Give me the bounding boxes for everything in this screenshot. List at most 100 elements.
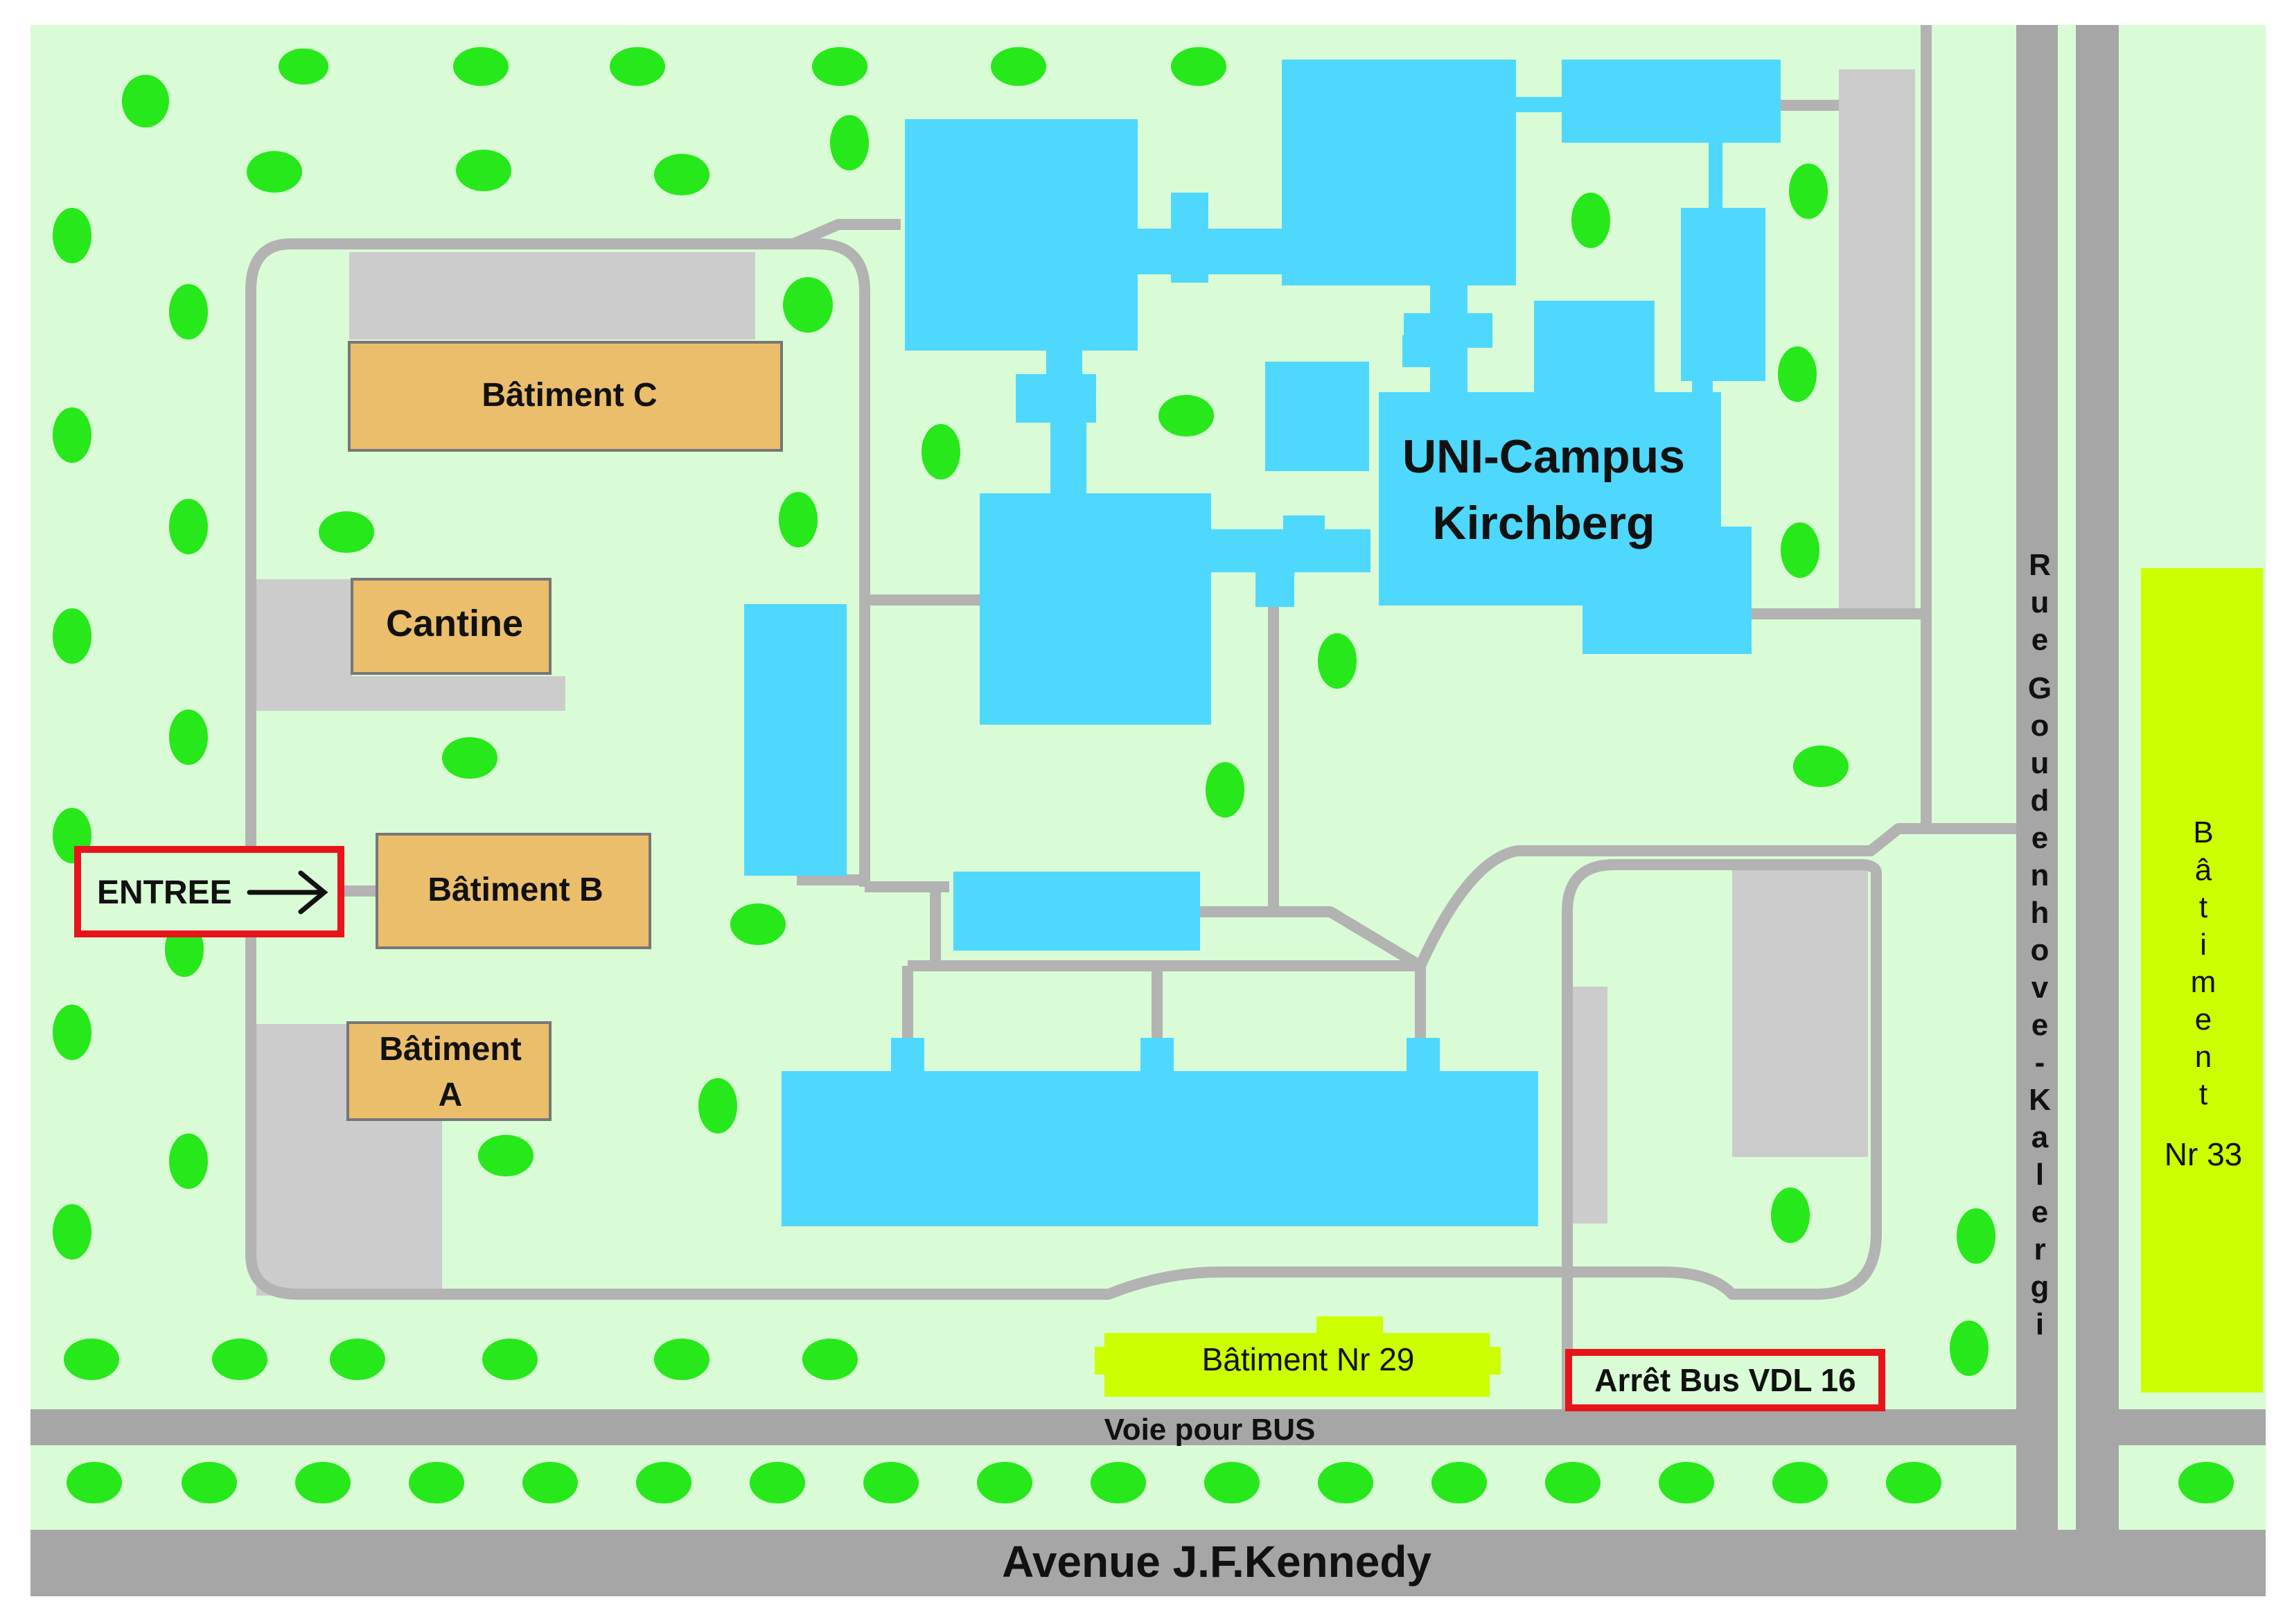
rue-letter: v (2031, 971, 2049, 1005)
rue-road-right (2076, 25, 2119, 1533)
rue-letter: e (2031, 623, 2048, 657)
campus-block (1534, 301, 1655, 398)
tree (991, 47, 1046, 86)
bus-lane-label: Voie pour BUS (1104, 1413, 1316, 1447)
tree (53, 208, 91, 263)
campus-block (953, 872, 1200, 951)
tree (830, 115, 869, 170)
building-a-label-line1: Bâtiment (379, 1031, 521, 1068)
tree (442, 737, 497, 779)
building-29-label: Bâtiment Nr 29 (1202, 1341, 1415, 1377)
campus-block (1016, 374, 1096, 423)
tree (1659, 1462, 1714, 1503)
tree (478, 1135, 534, 1176)
campus-block (744, 604, 847, 876)
campus-block (1283, 515, 1325, 536)
tree (1158, 395, 1214, 436)
connector-paths (797, 25, 2016, 1039)
parking-right-mid (1732, 866, 1868, 1157)
building-33-letter: n (2195, 1040, 2212, 1074)
rue-letter: u (2031, 585, 2049, 619)
building-29-notch-left (1095, 1347, 1109, 1375)
building-a (346, 1021, 552, 1121)
rue-letter: a (2031, 1120, 2049, 1154)
campus-label-line2: Kirchberg (1432, 497, 1655, 549)
tree (779, 492, 818, 547)
rue-letter: o (2031, 709, 2049, 743)
building-33-letter: e (2195, 1003, 2212, 1036)
campus-block (1402, 335, 1451, 367)
labelled-buildings (346, 341, 783, 1121)
tree (750, 1462, 805, 1503)
rue-letter: g (2031, 1270, 2049, 1304)
entrance-label: ENTREE (97, 874, 232, 911)
tree (783, 277, 833, 333)
tree (1206, 762, 1244, 818)
campus-block (980, 493, 1211, 725)
tree (122, 75, 169, 127)
building-c (348, 341, 783, 452)
building-29-notch-top (1316, 1316, 1383, 1337)
trees (53, 47, 2234, 1503)
tree (1318, 1462, 1373, 1503)
rue-letter: l (2036, 1158, 2044, 1192)
cantine-label: Cantine (386, 603, 523, 644)
campus-block (1681, 208, 1765, 381)
tree (610, 47, 665, 86)
campus-block (1562, 60, 1781, 143)
campus-block (1583, 527, 1752, 654)
building-b-label: Bâtiment B (427, 872, 603, 908)
building-33-letter: B (2193, 815, 2213, 849)
building-33-letter: m (2191, 965, 2216, 999)
tree (169, 499, 208, 554)
tree (1789, 164, 1828, 219)
building-a-label-line2: A (439, 1077, 463, 1113)
campus-block (1136, 229, 1283, 274)
rue-letter: e (2031, 1008, 2048, 1042)
tree (1318, 633, 1357, 689)
parking-right-top (1839, 69, 1915, 610)
building-33-letter: â (2195, 853, 2212, 887)
rue-letter: d (2031, 784, 2049, 818)
campus-block (1140, 1038, 1174, 1073)
tree (482, 1339, 538, 1380)
parking-areas (256, 69, 1915, 1296)
tree (64, 1339, 119, 1380)
tree (730, 903, 786, 945)
labels: UNI-Campus Kirchberg Bâtiment C Cantine … (97, 377, 2242, 1587)
rue-letter: R (2029, 548, 2051, 582)
paths (245, 25, 2016, 1409)
other-buildings (1095, 568, 2263, 1397)
tree (53, 608, 91, 664)
tree (2178, 1462, 2234, 1503)
arrow-right-icon (247, 870, 328, 915)
tree (279, 48, 328, 85)
tree (1772, 1462, 1828, 1503)
avenue-road (30, 1530, 2266, 1596)
tree (453, 47, 509, 86)
rue-letter: h (2031, 896, 2049, 930)
tree (1778, 346, 1817, 402)
campus-block (891, 1038, 924, 1073)
campus-block (782, 1071, 1538, 1226)
tree (802, 1339, 858, 1380)
building-c-label: Bâtiment C (482, 377, 657, 414)
parking-cantine-bar (256, 676, 565, 711)
building-29 (1104, 1333, 1490, 1397)
building-33 (2141, 568, 2263, 1393)
tree (698, 1078, 737, 1133)
bus-stop-label: Arrêt Bus VDL 16 (1594, 1362, 1856, 1398)
tree (409, 1462, 464, 1503)
tree (812, 47, 867, 86)
tree (522, 1462, 578, 1503)
rue-letter: e (2031, 1195, 2048, 1229)
campus-label-line1: UNI-Campus (1402, 430, 1685, 483)
tree (636, 1462, 691, 1503)
rue-letter: r (2034, 1233, 2045, 1266)
tree (1571, 193, 1610, 248)
tree (319, 511, 374, 553)
tree (1204, 1462, 1260, 1503)
tree (169, 709, 208, 765)
bus-lane-road (30, 1409, 2026, 1445)
